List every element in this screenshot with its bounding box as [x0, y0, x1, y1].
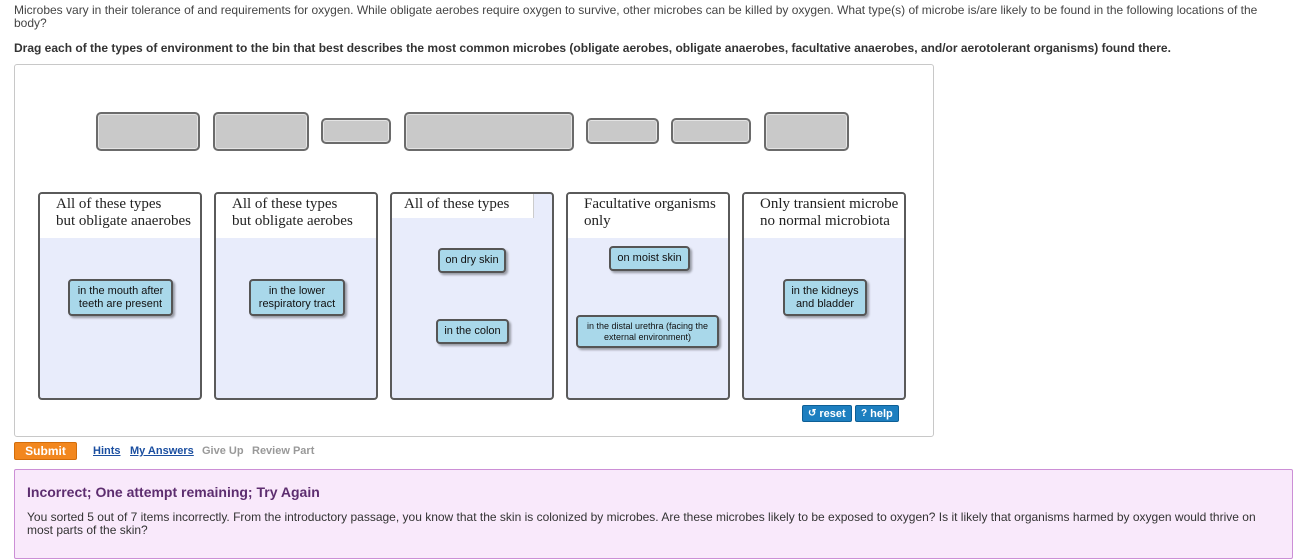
bin-title-line2: but obligate anaerobes	[56, 213, 191, 229]
reset-button[interactable]: ↺ reset	[802, 405, 852, 422]
submit-button[interactable]: Submit	[14, 442, 77, 460]
hints-link[interactable]: Hints	[93, 445, 121, 457]
bin-all-types[interactable]: All of these types	[390, 192, 554, 400]
my-answers-link[interactable]: My Answers	[130, 445, 194, 457]
help-icon: ?	[861, 408, 868, 419]
bin-header: All of these types	[392, 194, 534, 218]
bin-title-line1: Only transient microbe	[760, 196, 899, 212]
reset-label: reset	[819, 407, 846, 420]
bin-title-line2: no normal microbiota	[760, 213, 890, 229]
drag-label-distal-urethra[interactable]: in the distal urethra (facing the extern…	[576, 315, 719, 348]
feedback-message: You sorted 5 out of 7 items incorrectly.…	[27, 510, 1256, 537]
empty-label-slot	[586, 118, 659, 144]
bin-title-line2: only	[584, 213, 611, 229]
drag-label-kidneys-bladder[interactable]: in the kidneys and bladder	[783, 279, 867, 316]
drag-label-dry-skin[interactable]: on dry skin	[438, 248, 506, 273]
feedback-box: Incorrect; One attempt remaining; Try Ag…	[14, 469, 1293, 559]
feedback-title: Incorrect; One attempt remaining; Try Ag…	[27, 484, 320, 500]
drag-label-colon[interactable]: in the colon	[436, 319, 509, 344]
bin-title-line2: but obligate aerobes	[232, 213, 353, 229]
bin-header: Only transient microbe no normal microbi…	[744, 194, 904, 238]
help-label: help	[870, 407, 893, 420]
bin-title-line1: Facultative organisms	[584, 196, 716, 212]
question-instruction: Drag each of the types of environment to…	[14, 41, 1171, 55]
empty-label-slot	[764, 112, 849, 151]
empty-label-slot	[404, 112, 574, 151]
bin-header: All of these types but obligate aerobes	[216, 194, 376, 238]
bin-title-line1: All of these types	[232, 196, 338, 212]
bin-header: Facultative organisms only	[568, 194, 728, 238]
bin-title-line1: All of these types	[56, 196, 162, 212]
help-button[interactable]: ? help	[855, 405, 899, 422]
give-up-link: Give Up	[202, 445, 244, 457]
bin-title-line1: All of these types	[404, 196, 510, 212]
bin-header: All of these types but obligate anaerobe…	[40, 194, 200, 238]
question-intro: Microbes vary in their tolerance of and …	[14, 3, 1258, 30]
review-part-link: Review Part	[252, 445, 315, 457]
drag-label-mouth[interactable]: in the mouth after teeth are present	[68, 279, 173, 316]
reset-icon: ↺	[808, 408, 817, 419]
empty-label-slot	[321, 118, 391, 144]
empty-label-slot	[213, 112, 309, 151]
drag-label-moist-skin[interactable]: on moist skin	[609, 246, 690, 271]
empty-label-slot	[671, 118, 751, 144]
bin-facultative-only[interactable]: Facultative organisms only	[566, 192, 730, 400]
empty-label-slot	[96, 112, 200, 151]
drag-label-lower-respiratory[interactable]: in the lower respiratory tract	[249, 279, 345, 316]
bin-no-obligate-anaerobes[interactable]: All of these types but obligate anaerobe…	[38, 192, 202, 400]
